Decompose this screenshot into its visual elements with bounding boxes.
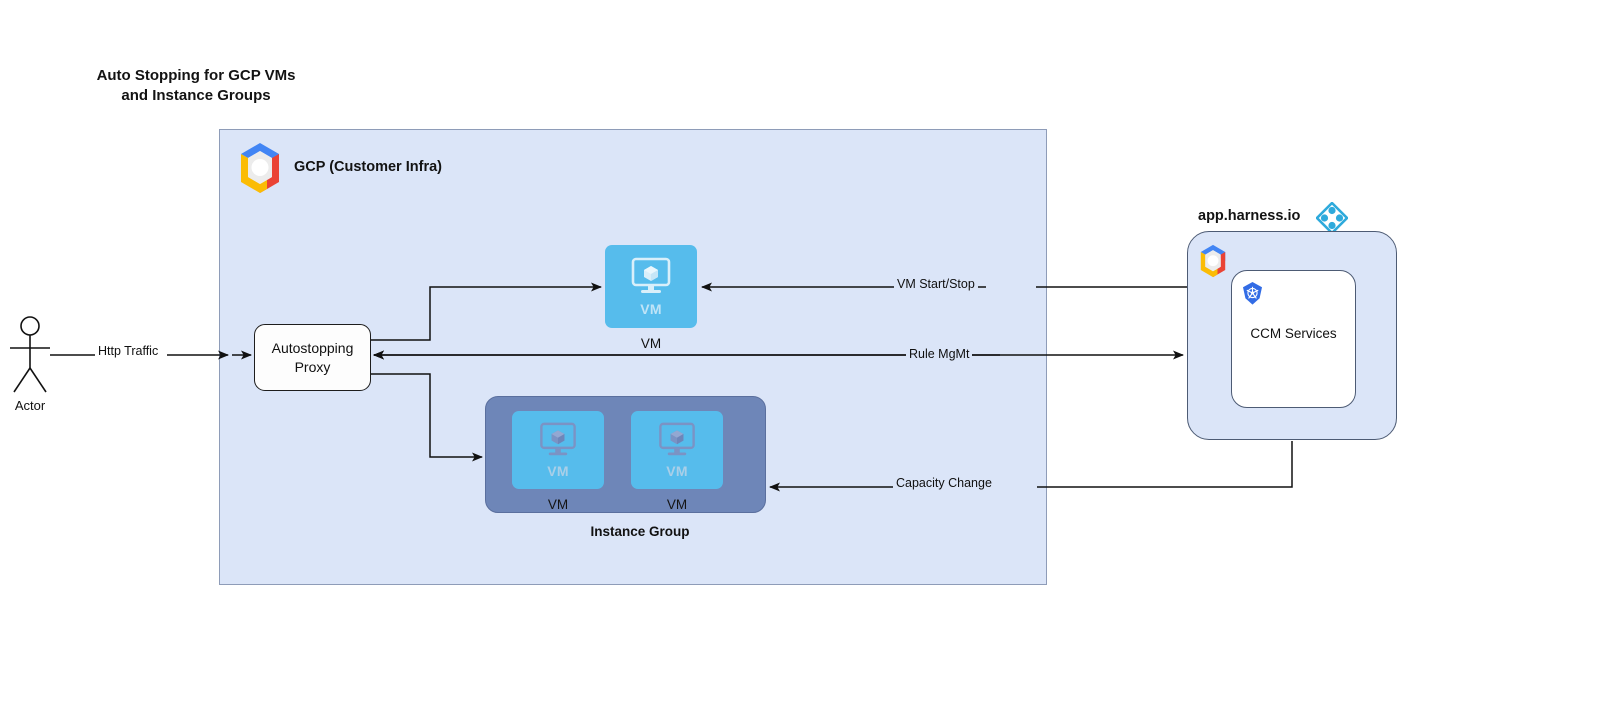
kubernetes-icon — [1240, 281, 1265, 306]
vm-node[interactable]: VM — [605, 245, 697, 328]
instance-group-vm-2[interactable]: VM — [631, 411, 723, 489]
autostopping-proxy-label: Autostopping Proxy — [271, 339, 354, 375]
autostopping-proxy-node[interactable]: Autostopping Proxy — [254, 324, 371, 391]
gcp-logo-icon — [234, 140, 286, 196]
ccm-services-box[interactable] — [1231, 270, 1356, 408]
ccm-services-label: CCM Services — [1250, 326, 1337, 341]
gcp-logo-icon — [1196, 243, 1230, 279]
instance-group-vm-1[interactable]: VM — [512, 411, 604, 489]
vm-inner-label: VM — [547, 463, 569, 479]
vm-inner-label: VM — [640, 301, 662, 317]
vm-caption: VM — [640, 336, 662, 351]
harness-title: app.harness.io — [1198, 208, 1301, 224]
vm-inner-label: VM — [666, 463, 688, 479]
vm-monitor-cube-icon — [659, 422, 695, 456]
instance-group-vm-2-caption: VM — [666, 497, 688, 512]
instance-group-caption: Instance Group — [590, 524, 690, 539]
vm-monitor-cube-icon — [631, 257, 671, 293]
instance-group-vm-1-caption: VM — [547, 497, 569, 512]
page-title: Auto Stopping for GCP VMs and Instance G… — [96, 67, 296, 104]
harness-diamond-logo-icon — [1315, 201, 1349, 235]
gcp-boundary-label: GCP (Customer Infra) — [294, 159, 442, 175]
actor-label: Actor — [14, 398, 46, 413]
edge-label-capacity-change: Capacity Change — [893, 476, 995, 490]
edge-label-http-traffic: Http Traffic — [95, 344, 162, 358]
edge-label-vm-start-stop: VM Start/Stop — [894, 277, 978, 291]
vm-monitor-cube-icon — [540, 422, 576, 456]
edge-label-rule-mgmt: Rule MgMt — [906, 347, 973, 361]
actor-stick-figure-icon — [6, 316, 56, 396]
